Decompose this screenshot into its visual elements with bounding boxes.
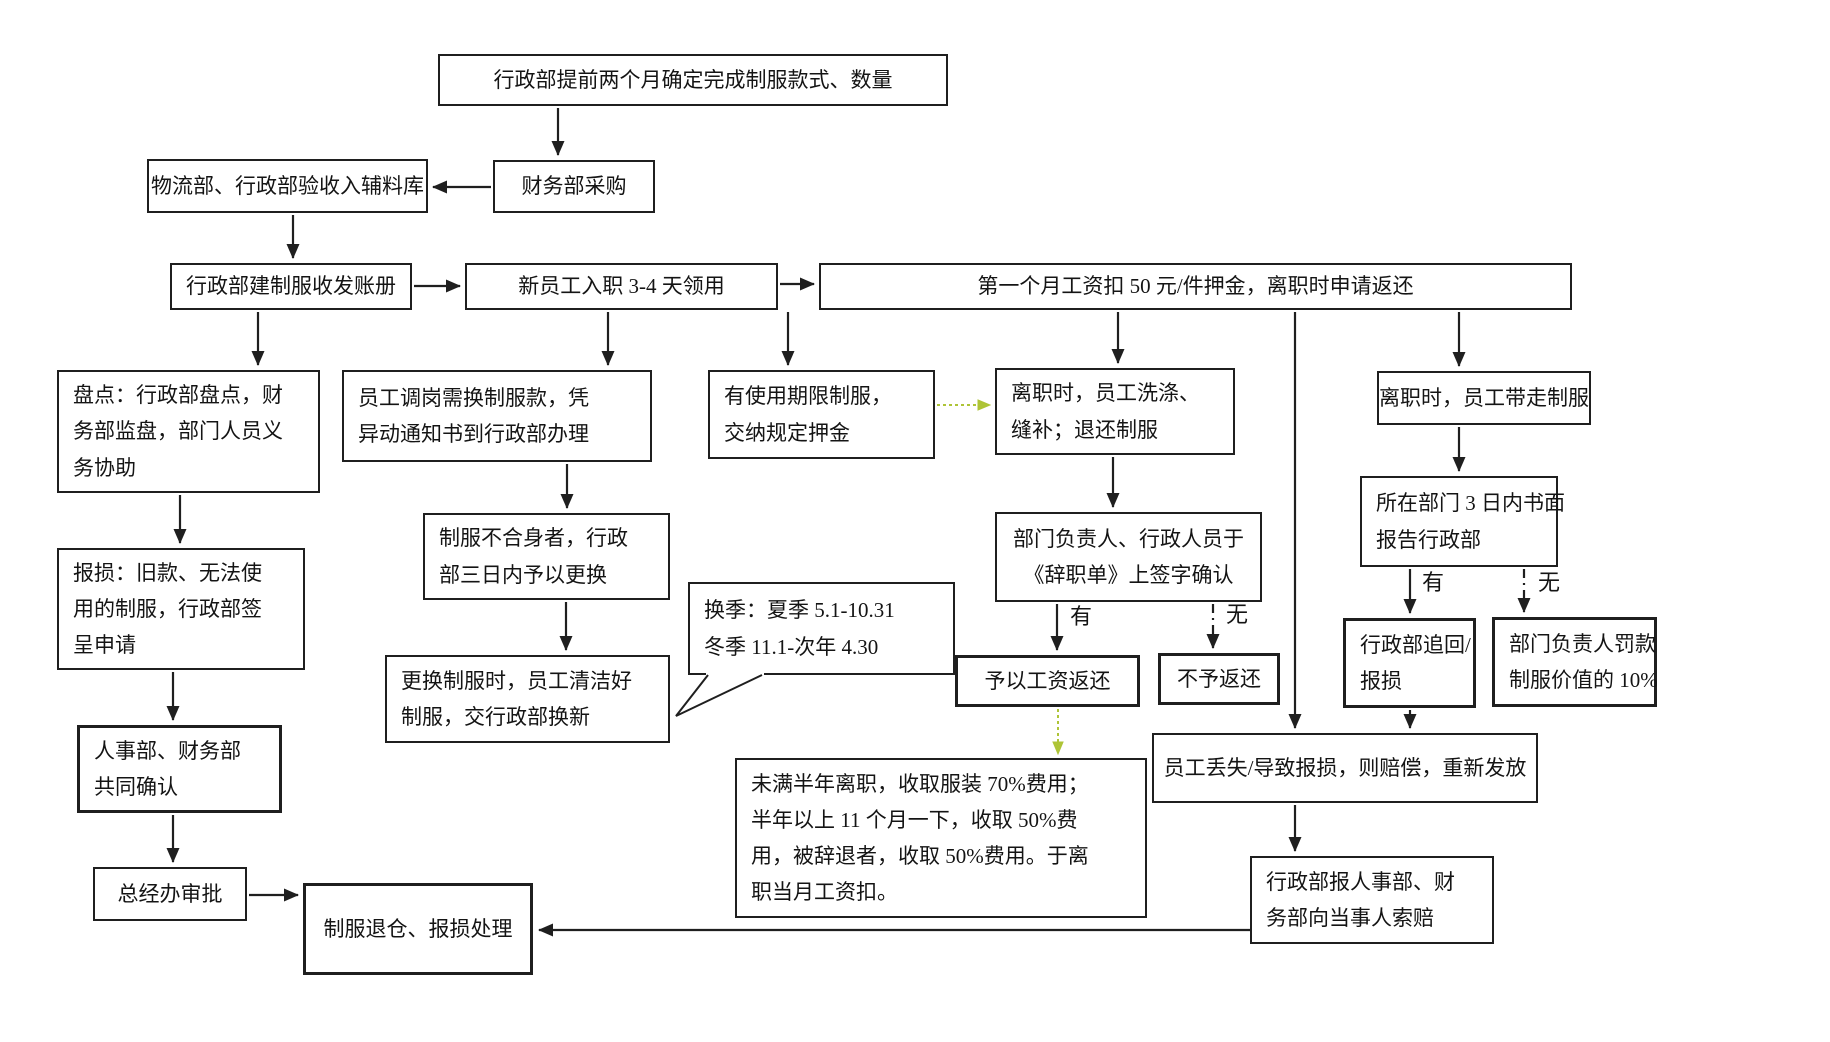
flow-node-text-line: 部门负责人罚款 <box>1509 631 1656 656</box>
flow-node-text-line: 务部向当事人索赔 <box>1266 906 1434 930</box>
flow-node-text-line: 呈申请 <box>73 633 136 658</box>
flow-node-n8: 报损：旧款、无法使用的制服，行政部签呈申请 <box>57 548 305 670</box>
flow-node-text-line: 交纳规定押金 <box>724 420 850 445</box>
flow-node-text-line: 离职时，员工洗涤、 <box>1011 381 1200 406</box>
branch-label-you-report: 有 <box>1422 570 1445 595</box>
branch-label-wu-report: 无 <box>1538 570 1561 595</box>
flow-node-text-line: 予以工资返还 <box>984 668 1111 693</box>
flow-node-text-line: 新员工入职 3-4 天领用 <box>518 274 725 299</box>
flow-node-text-line: 行政部报人事部、财 <box>1266 869 1455 894</box>
flow-node-n6: 第一个月工资扣 50 元/件押金，离职时申请返还 <box>819 263 1572 310</box>
flow-node-n2: 财务部采购 <box>493 160 655 213</box>
flow-node-text-line: 员工调岗需换制服款，凭 <box>358 385 589 410</box>
flow-node-text-line: 部三日内予以更换 <box>439 562 607 587</box>
flow-node-n23: 行政部追回/报损 <box>1343 618 1476 708</box>
flow-node-n16: 有使用期限制服， 交纳规定押金 <box>708 370 935 459</box>
flow-node-text-line: 《辞职单》上签字确认 <box>1023 563 1234 587</box>
flow-node-text-line: 换季：夏季 5.1-10.31 <box>704 598 895 623</box>
flow-node-text-line: 第一个月工资扣 50 元/件押金，离职时申请返还 <box>977 274 1414 299</box>
flow-node-text-line: 盘点：行政部盘点，财 <box>73 383 283 408</box>
flow-node-text-line: 务协助 <box>73 455 136 480</box>
flow-node-n19: 予以工资返还 <box>955 655 1140 707</box>
flow-node-text-line: 行政部提前两个月确定完成制服款式、数量 <box>493 67 893 92</box>
flow-node-n12: 员工调岗需换制服款，凭异动通知书到行政部办理 <box>342 370 652 462</box>
branch-label-you-resign: 有 <box>1070 604 1093 629</box>
flow-node-text-line: 部门负责人、行政人员于 <box>1013 526 1244 551</box>
flow-node-n26: 行政部报人事部、财务部向当事人索赔 <box>1250 856 1494 944</box>
flow-node-n20: 不予返还 <box>1158 653 1280 705</box>
flow-node-n14: 更换制服时，员工清洁好制服，交行政部换新 <box>385 655 670 743</box>
flow-node-text-line: 半年以上 11 个月一下，收取 50%费 <box>751 807 1078 832</box>
flow-node-text-line: 行政部建制服收发账册 <box>186 274 396 299</box>
flow-node-text-line: 不予返还 <box>1177 666 1261 691</box>
flow-node-text-line: 制服退仓、报损处理 <box>323 916 513 941</box>
flow-node-text-line: 冬季 11.1-次年 4.30 <box>704 634 879 659</box>
flow-node-text-line: 缝补；退还制服 <box>1011 417 1158 442</box>
flow-node-text-line: 所在部门 3 日内书面 <box>1376 491 1565 516</box>
flow-node-text-line: 共同确认 <box>94 775 178 799</box>
flow-node-text-line: 用的制服，行政部签 <box>73 596 262 621</box>
flow-node-n21: 离职时，员工带走制服 <box>1377 371 1591 425</box>
flow-node-text-line: 行政部追回/ <box>1360 632 1471 657</box>
flow-node-text-line: 有使用期限制服， <box>724 384 892 409</box>
flow-node-n4: 行政部建制服收发账册 <box>170 263 412 310</box>
flow-node-n13: 制服不合身者，行政部三日内予以更换 <box>423 513 670 600</box>
flow-node-n27: 未满半年离职，收取服装 70%费用； 半年以上 11 个月一下，收取 50%费用，… <box>735 758 1147 918</box>
flow-node-text-line: 总经办审批 <box>117 881 223 906</box>
flow-node-n5: 新员工入职 3-4 天领用 <box>465 263 778 310</box>
flow-node-text-line: 财务部采购 <box>521 174 627 199</box>
flow-node-n9: 人事部、财务部共同确认 <box>77 725 282 813</box>
flow-node-text-line: 员工丢失/导致报损，则赔偿，重新发放 <box>1163 755 1527 780</box>
flow-node-n22: 所在部门 3 日内书面报告行政部 <box>1360 476 1565 567</box>
flow-node-n18: 部门负责人、行政人员于《辞职单》上签字确认 <box>995 512 1262 602</box>
flow-node-text-line: 制服价值的 10% <box>1509 668 1658 692</box>
flow-node-text-line: 职当月工资扣。 <box>751 880 898 905</box>
flow-node-n1: 行政部提前两个月确定完成制服款式、数量 <box>438 54 948 106</box>
flow-node-text-line: 物流部、行政部验收入辅料库 <box>151 173 424 198</box>
flow-node-text-line: 用，被辞退者，收取 50%费用。于离 <box>751 844 1089 868</box>
flow-node-n24: 部门负责人罚款制服价值的 10% <box>1492 617 1658 707</box>
flow-node-text-line: 报损：旧款、无法使 <box>73 560 262 585</box>
flow-node-text-line: 异动通知书到行政部办理 <box>358 422 589 446</box>
flow-node-text-line: 离职时，员工带走制服 <box>1379 385 1589 410</box>
flow-node-text-line: 制服不合身者，行政 <box>439 526 628 551</box>
flow-node-text-line: 人事部、财务部 <box>94 738 241 763</box>
callout-tail <box>675 674 763 717</box>
flow-node-n15: 换季：夏季 5.1-10.31 冬季 11.1-次年 4.30 <box>688 582 955 675</box>
flow-node-n25: 员工丢失/导致报损，则赔偿，重新发放 <box>1152 733 1538 803</box>
flow-node-n11: 制服退仓、报损处理 <box>303 883 533 975</box>
flow-node-text-line: 更换制服时，员工清洁好 <box>401 668 632 693</box>
branch-label-wu-resign: 无 <box>1226 602 1249 627</box>
flow-node-text-line: 未满半年离职，收取服装 70%费用； <box>751 771 1089 796</box>
flow-node-n17: 离职时，员工洗涤、缝补；退还制服 <box>995 368 1235 455</box>
flow-node-n3: 物流部、行政部验收入辅料库 <box>147 159 428 213</box>
flow-node-text-line: 制服，交行政部换新 <box>401 705 590 729</box>
flow-node-text-line: 报告行政部 <box>1376 527 1481 552</box>
flow-node-n7: 盘点：行政部盘点，财务部监盘，部门人员义务协助 <box>57 370 320 493</box>
flow-node-text-line: 务部监盘，部门人员义 <box>73 419 283 444</box>
flow-node-text-line: 报损 <box>1360 669 1402 693</box>
flow-node-n10: 总经办审批 <box>93 867 247 921</box>
